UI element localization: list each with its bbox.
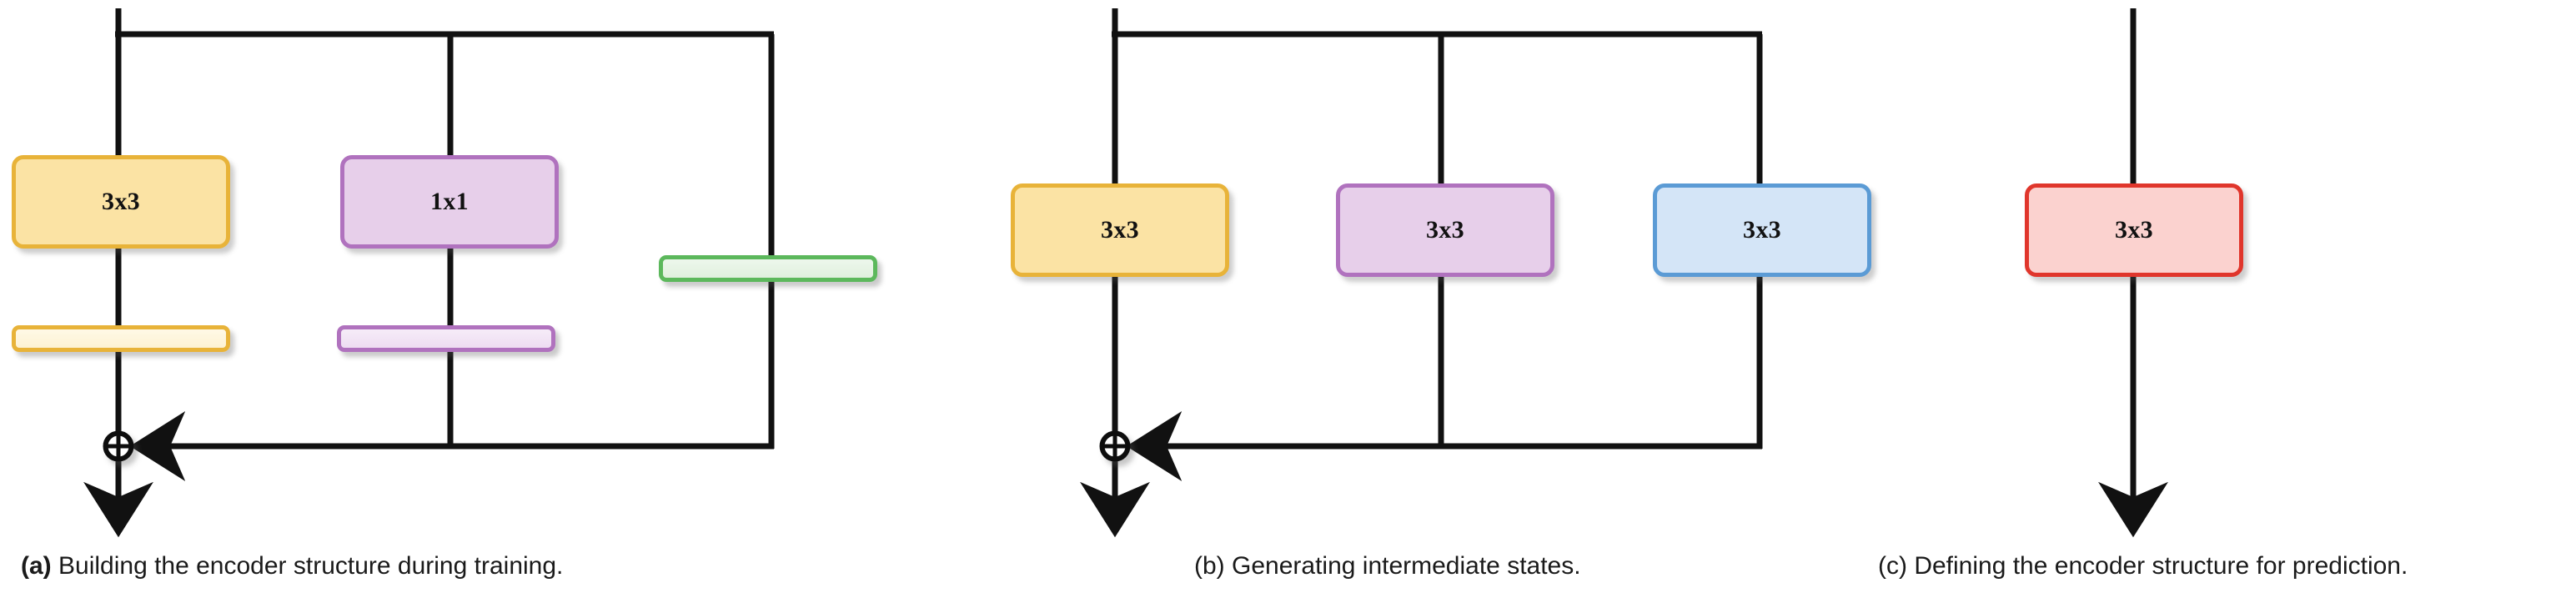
- panel-a-sum-node: [103, 430, 134, 462]
- panel-a-caption-tag: (a): [21, 552, 52, 580]
- panel-c-caption: (c) Defining the encoder structure for p…: [1878, 552, 2408, 580]
- panel-a-wires: [83, 8, 775, 538]
- panel-b-caption-tag: (b): [1194, 552, 1225, 580]
- panel-a-branch-1-conv-label: 3x3: [102, 188, 140, 215]
- panel-a-branch-2-conv-label: 1x1: [430, 188, 469, 215]
- panel-a-branch-3-identity[interactable]: [659, 255, 877, 282]
- panel-c-caption-text: Defining the encoder structure for predi…: [1906, 552, 2408, 580]
- panel-a-branch-1-state[interactable]: [12, 325, 230, 352]
- panel-b-wires: [1080, 8, 1763, 538]
- panel-a-caption-text: Building the encoder structure during tr…: [51, 552, 564, 580]
- panel-c-fused-conv-label: 3x3: [2115, 216, 2153, 244]
- panel-b-branch-1-conv[interactable]: 3x3: [1011, 183, 1229, 277]
- panel-b-branch-3-conv-label: 3x3: [1743, 216, 1781, 244]
- panel-b-caption-text: Generating intermediate states.: [1224, 552, 1581, 580]
- panel-c-fused-conv[interactable]: 3x3: [2025, 183, 2243, 277]
- panel-c-caption-tag: (c): [1878, 552, 1907, 580]
- panel-b-branch-3-conv[interactable]: 3x3: [1653, 183, 1871, 277]
- panel-b-branch-1-conv-label: 3x3: [1101, 216, 1139, 244]
- panel-b-branch-2-conv-label: 3x3: [1426, 216, 1464, 244]
- panel-a-branch-2-state[interactable]: [337, 325, 555, 352]
- panel-a-branch-1-conv[interactable]: 3x3: [12, 155, 230, 249]
- panel-b-caption: (b) Generating intermediate states.: [1194, 552, 1581, 580]
- panel-a-branch-2-conv[interactable]: 1x1: [340, 155, 559, 249]
- panel-b-sum-node: [1099, 430, 1131, 462]
- panel-b-branch-2-conv[interactable]: 3x3: [1336, 183, 1554, 277]
- panel-a-caption: (a) Building the encoder structure durin…: [21, 552, 563, 580]
